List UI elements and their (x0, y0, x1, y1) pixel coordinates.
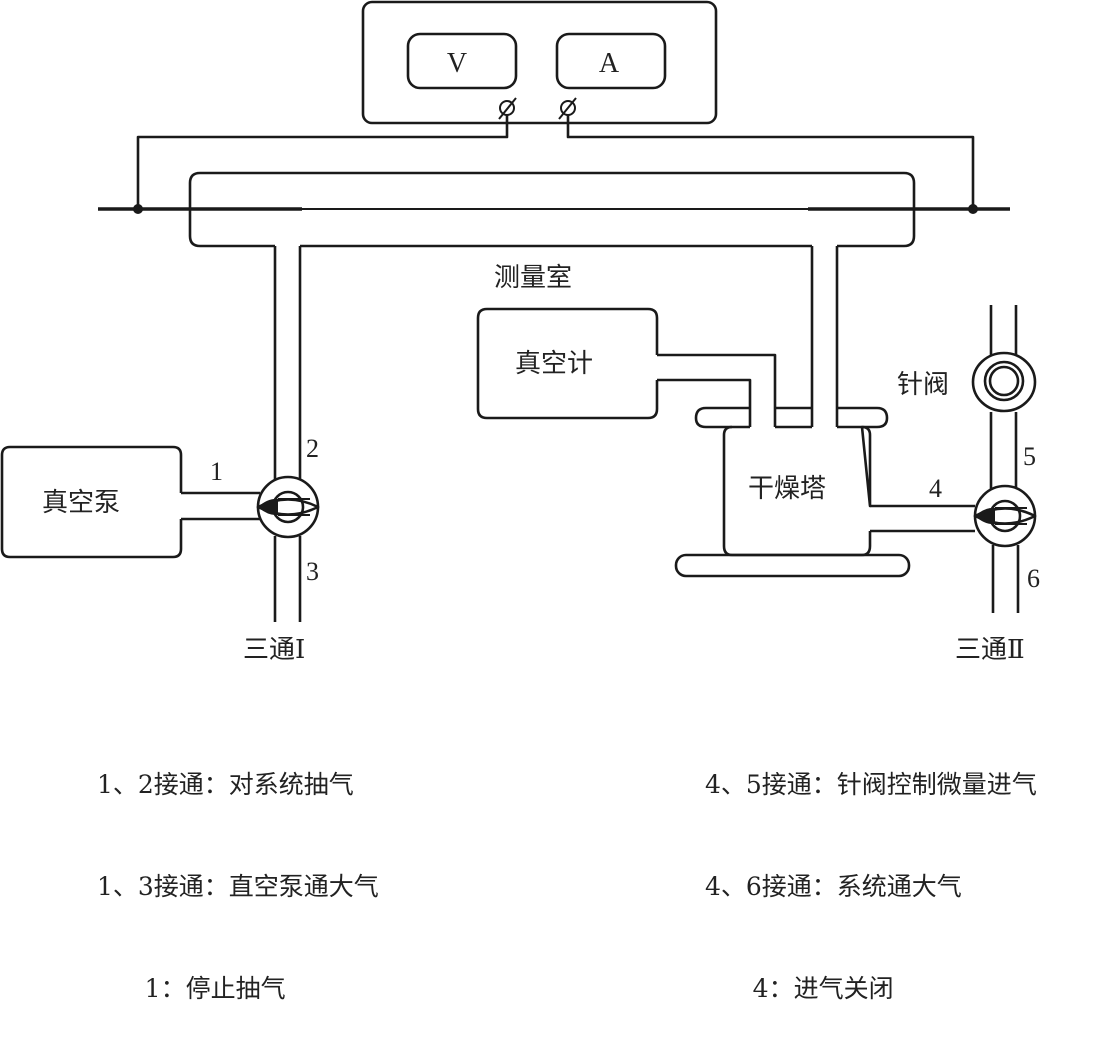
drying-tower-top-flange (694, 406, 889, 429)
tee-valve-1-label: 三通Ⅰ (243, 635, 305, 665)
needle-valve-icon (971, 351, 1037, 413)
port-6-label: 6 (1027, 564, 1040, 593)
legend-right-line: 4、6接通：系统通大气 (705, 872, 962, 901)
legend-left-line: 1、2接通：对系统抽气 (97, 770, 354, 799)
junction-dot-left (133, 204, 143, 214)
legend-right-line: 4、5接通：针阀控制微量进气 (705, 770, 1037, 799)
tee-valve-2-label: 三通Ⅱ (955, 635, 1025, 665)
measurement-chamber (188, 171, 916, 248)
vacuum-gauge (476, 307, 659, 420)
ammeter-label: A (599, 48, 620, 79)
drying-tower-label: 干燥塔 (748, 474, 826, 504)
port-5-label: 5 (1023, 442, 1036, 471)
wire-left (136, 115, 509, 209)
meter-housing (361, 0, 718, 125)
voltmeter (406, 32, 518, 90)
port-2-label: 2 (306, 434, 319, 463)
legend-left: 1、2接通：对系统抽气 1、3接通：直空泵通大气 1：停止抽气 (97, 700, 379, 1040)
wire-right (566, 115, 975, 209)
port-1-label: 1 (210, 457, 223, 486)
vacuum-pump (0, 445, 183, 559)
tee-valve-1-icon (256, 475, 320, 539)
port-3-label: 3 (306, 557, 319, 586)
pipe-gauge-bottom (657, 378, 752, 427)
pipe-gauge-top (657, 353, 777, 427)
tee-valve-2-icon (973, 484, 1037, 548)
legend-left-line: 1、3接通：直空泵通大气 (97, 872, 379, 901)
ammeter (555, 32, 667, 90)
vacuum-system-diagram: V A 测量室 真空泵 1 2 3 三通Ⅰ (0, 0, 1040, 665)
legend-left-line: 1：停止抽气 (97, 974, 286, 1003)
measurement-chamber-label: 测量室 (494, 263, 572, 293)
vacuum-pump-label: 真空泵 (42, 488, 120, 518)
legend-right-line: 4：进气关闭 (705, 974, 894, 1003)
voltmeter-label: V (447, 48, 467, 79)
drying-tower-base (674, 553, 911, 578)
junction-dot-right (968, 204, 978, 214)
port-4-label: 4 (929, 474, 942, 503)
legend-right: 4、5接通：针阀控制微量进气 4、6接通：系统通大气 4：进气关闭 (705, 700, 1037, 1040)
vacuum-gauge-label: 真空计 (515, 349, 593, 379)
drying-tower (722, 425, 872, 557)
needle-valve-label: 针阀 (897, 370, 949, 400)
